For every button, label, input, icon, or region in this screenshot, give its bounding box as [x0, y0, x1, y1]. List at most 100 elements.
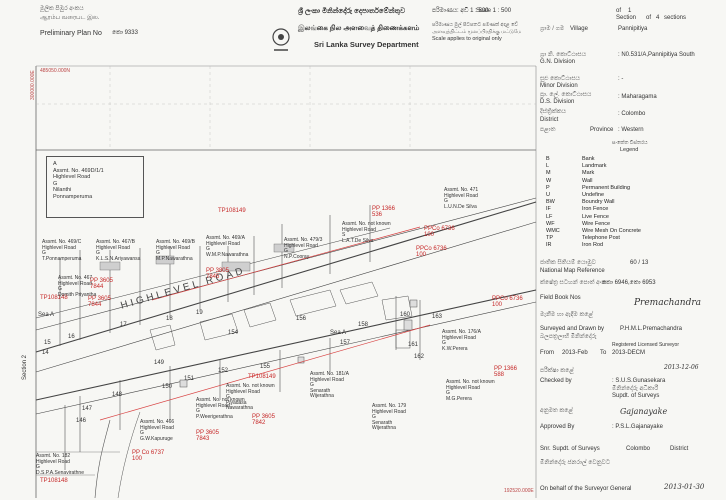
pp-label: PP 1366 536 [372, 206, 395, 218]
parcel-annotation: Assmt. No. 471 Highlevel Road G L.U.N.De… [444, 187, 479, 210]
province-label-si: පළාත [540, 127, 556, 133]
ds-label-si: ප්‍රා. ලේ. කොට්ඨාසය [540, 92, 592, 98]
parcel-annotation: Assmt. No. not known Highlevel Road G P.… [196, 397, 245, 420]
lot-number: 149 [154, 360, 165, 366]
parcel-annotation: Assmt. No. 467 Highlevel Road G Domith P… [58, 275, 97, 298]
parcel-annotation: Assmt. No. 181/A Highlevel Road G Senara… [310, 371, 349, 399]
parcel-annotation: Assmt. No. not known Highlevel Road G M.… [446, 379, 495, 402]
gn-label: G.N. Division [540, 59, 576, 65]
surveyed-label-si: මැනීම හා ඇඳීම කළේ [540, 312, 593, 318]
legend-code: P [546, 184, 550, 191]
national-map-label-si: ජාතික සිතියම් යොමුව [540, 260, 596, 266]
gn-label-si: ග්‍රා නි. කොට්ඨාසය [540, 52, 587, 58]
tp-label: TP108148 [40, 295, 68, 301]
legend-desc: Permanent Building [582, 184, 631, 191]
from-value: 2013-Feb [562, 350, 588, 356]
approved-label-si: අනුමත කළේ [540, 408, 573, 414]
legend-desc: Undefine [582, 192, 605, 198]
supdt-label: Supdt. of Surveys [612, 393, 660, 399]
cadastral-map [35, 65, 537, 499]
legend-desc: Wire Mesh On Concrete [582, 228, 641, 234]
lot-number: 19 [196, 310, 203, 316]
sea-label-2: Sea A [330, 330, 347, 336]
lot-number: 15 [44, 340, 51, 346]
lot-number: 17 [120, 322, 127, 328]
parcel-annotation: Assmt. No. 182 Highlevel Road G D.S.P.A.… [36, 453, 84, 476]
legend-code: WF [546, 220, 555, 227]
lot-number: 157 [340, 340, 351, 346]
field-book-label-si: ක්ෂේත්‍ර සටහන් පොත් අංක [540, 280, 607, 286]
legend-code: IR [546, 242, 552, 249]
minor-label-si: සුළු කොට්ඨාසය [540, 76, 580, 82]
legend-item: P Permanent Building [546, 185, 716, 192]
grid-label-bottom: 192520.000E [504, 488, 534, 494]
lot-number: 160 [400, 312, 411, 318]
emblem-icon [272, 28, 290, 51]
lot-number: 18 [166, 316, 173, 322]
approved-label: Approved By [540, 424, 575, 430]
approved-district-value: Colombo [626, 446, 651, 452]
lot-number: 148 [112, 392, 123, 398]
pp-label: PPCo 6736 100 [492, 296, 523, 308]
sheet-of-label: of [616, 8, 622, 14]
grid-label-north: 485050.000N [40, 68, 71, 74]
plan-reference-box: A Assmt. No. 469D/1/1 Highlevel Road G N… [46, 156, 144, 218]
parcel-annotation: Assmt. No. 176/A Highlevel Road G K.W.Pe… [442, 329, 481, 352]
from-label: From [540, 350, 554, 356]
sign-date: 2013-01-30 [664, 483, 705, 491]
prelim-label-si: මූලික පිඹුර අංකය [40, 6, 84, 12]
legend-desc: Bank [582, 156, 595, 162]
lot-number: 162 [414, 354, 425, 360]
pp-label: PPCo 6736 100 [416, 246, 447, 258]
parcel-annotation: Assmt. No. 469/B Highlevel Road G M.P.Na… [156, 239, 195, 262]
pp-label: PP 3605 7844 [90, 278, 113, 290]
legend-title: Legend [620, 147, 639, 153]
legend-code: U [546, 192, 550, 198]
lot-number: 150 [162, 384, 173, 390]
legend-code: L [546, 163, 550, 170]
supdt-label-si: මිනින්දෝරු අධිකාරී [612, 386, 659, 392]
dept-title-en: Sri Lanka Survey Department [314, 40, 419, 49]
district-label: District [540, 117, 559, 123]
lot-number: 146 [76, 418, 87, 424]
scale-note-ta: அளவுத்திட்டம் மூலப்பிரதிக்கு மட்டுமே [432, 29, 522, 35]
parcel-annotation: Assmt. No. 179 Highlevel Road G Senarath… [372, 403, 407, 431]
behalf-label-si: මිනින්දෝරු ජනරාල් වෙනුවට [540, 460, 611, 466]
surveyor-name: P.H.M.L.Premachandra [620, 326, 682, 332]
section-label: Section 2 [22, 354, 28, 380]
legend-code: LF [546, 213, 553, 220]
lot-number: 154 [228, 330, 239, 336]
legend-desc: Wall [582, 177, 593, 184]
snr-supdt-label: Snr. Supdt. of Surveys [540, 446, 600, 452]
lot-number: 156 [296, 316, 307, 322]
licensed-label: Registered Licensed Surveyor [612, 342, 679, 348]
title-block: of 1 Section of 4 sections ග්‍රාම / ගම V… [540, 4, 724, 498]
pp-label: PP 3605 7844 [88, 296, 111, 308]
lot-number: 14 [42, 350, 49, 356]
prelim-label-ta: ஆரம்ப வரைபட இல. [40, 15, 100, 21]
plan-reference-text: A Assmt. No. 469D/1/1 Highlevel Road G N… [53, 161, 104, 200]
national-map-label: National Map Reference [540, 268, 605, 274]
village-label-si: ග්‍රාම / ගම [540, 26, 565, 32]
tp-label: TP108148 [40, 478, 68, 484]
province-label: Province [590, 127, 614, 133]
lot-number: 158 [358, 322, 369, 328]
ds-label: D.S. Division [540, 99, 575, 105]
to-value: 2013-DECM [612, 350, 646, 356]
legend-desc: Telephone Post [582, 235, 620, 242]
lot-number: 161 [408, 342, 419, 348]
pp-label: PPCo 6736 100 [424, 226, 455, 238]
village-label: Village [570, 26, 588, 32]
legend-code: M [546, 170, 551, 177]
lot-number: 152 [218, 368, 229, 374]
legend-title-si: සංකේත විස්තරය [612, 140, 648, 146]
province-value: : Western [618, 127, 644, 133]
legend-desc: Landmark [582, 163, 607, 170]
pp-label: PP 3805 7845 [206, 268, 229, 280]
